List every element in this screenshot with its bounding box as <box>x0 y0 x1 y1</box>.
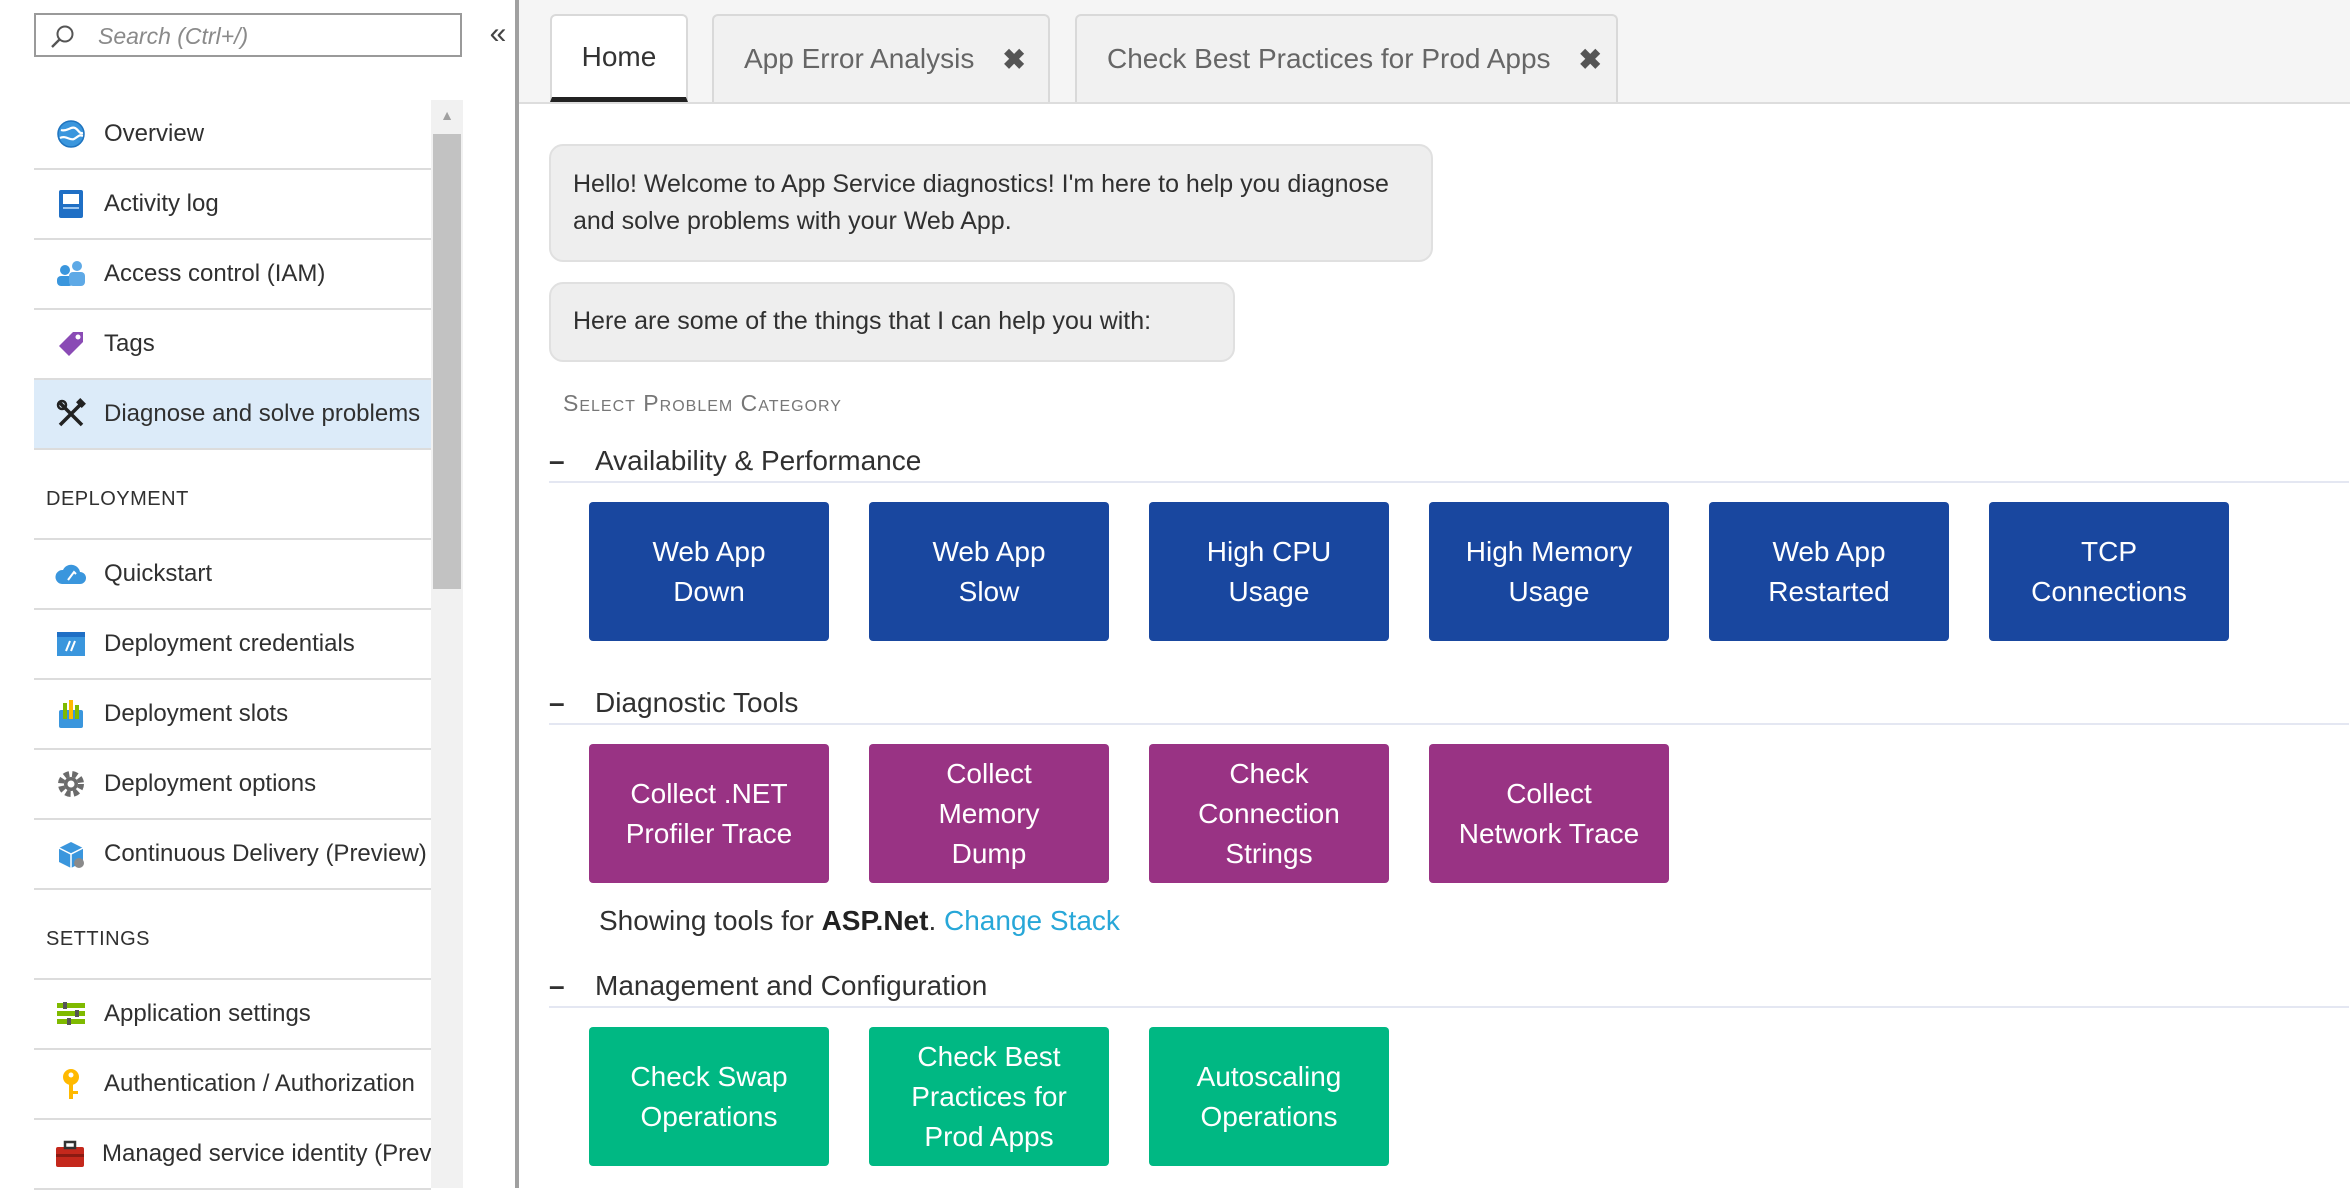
nav-label: Tags <box>104 330 155 357</box>
help-message: Here are some of the things that I can h… <box>573 307 1152 335</box>
scroll-thumb[interactable] <box>433 134 461 589</box>
key-icon <box>54 1067 88 1101</box>
tile-web-app-slow[interactable]: Web App Slow <box>869 502 1109 641</box>
nav-label: Activity log <box>104 190 219 217</box>
tile-collect-memory-dump[interactable]: Collect Memory Dump <box>869 744 1109 883</box>
section-header-settings: SETTINGS <box>34 890 431 980</box>
scroll-up-arrow-icon[interactable]: ▲ <box>440 107 454 123</box>
search-input[interactable] <box>96 15 450 57</box>
chat-bubble-welcome: Hello! Welcome to App Service diagnostic… <box>549 144 1433 262</box>
tab-bar: Home App Error Analysis ✖ Check Best Pra… <box>519 0 2350 104</box>
nav-item-authentication[interactable]: Authentication / Authorization <box>34 1050 431 1120</box>
settings-list-icon <box>54 997 88 1031</box>
tab-app-error-analysis[interactable]: App Error Analysis ✖ <box>712 14 1050 102</box>
nav-scrollbar[interactable]: ▲ <box>431 100 463 1188</box>
welcome-message: Hello! Welcome to App Service diagnostic… <box>573 170 1389 235</box>
tile-check-swap-operations[interactable]: Check Swap Operations <box>589 1027 829 1166</box>
nav-label: Diagnose and solve problems <box>104 400 421 427</box>
slots-icon <box>54 697 88 731</box>
tile-collect-network-trace[interactable]: Collect Network Trace <box>1429 744 1669 883</box>
nav-label: Access control (IAM) <box>104 260 326 287</box>
wrench-icon <box>54 397 88 431</box>
toolbox-icon <box>54 1137 86 1171</box>
tile-high-cpu-usage[interactable]: High CPU Usage <box>1149 502 1389 641</box>
search-icon <box>51 25 74 48</box>
stack-name: ASP.Net <box>821 905 929 936</box>
category-header-diagnostic-tools[interactable]: – Diagnostic Tools <box>549 683 2349 723</box>
credentials-icon <box>54 627 88 661</box>
nav-label: Managed service identity (Prev <box>102 1140 432 1167</box>
tab-label: Home <box>581 40 657 72</box>
nav-item-quickstart[interactable]: Quickstart <box>34 540 431 610</box>
close-icon[interactable]: ✖ <box>1002 43 1026 75</box>
nav-item-deployment-options[interactable]: Deployment options <box>34 750 431 820</box>
tab-check-best-practices[interactable]: Check Best Practices for Prod Apps ✖ <box>1075 14 1618 102</box>
close-icon[interactable]: ✖ <box>1578 43 1602 75</box>
select-category-label: Select Problem Category <box>563 390 842 416</box>
category-title: Management and Configuration <box>595 970 988 1001</box>
nav-item-application-settings[interactable]: Application settings <box>34 980 431 1050</box>
nav-item-diagnose-solve[interactable]: Diagnose and solve problems <box>34 380 431 450</box>
stack-note-prefix: Showing tools for <box>599 905 822 936</box>
cloud-icon <box>54 557 88 591</box>
delivery-icon <box>54 837 88 871</box>
tab-label: App Error Analysis <box>744 43 975 74</box>
nav-label: Authentication / Authorization <box>104 1070 415 1097</box>
tile-check-connection-strings[interactable]: Check Connection Strings <box>1149 744 1389 883</box>
tile-collect-profiler-trace[interactable]: Collect .NET Profiler Trace <box>589 744 829 883</box>
main-content: Hello! Welcome to App Service diagnostic… <box>519 106 2350 1188</box>
nav-item-activity-log[interactable]: Activity log <box>34 170 431 240</box>
nav-item-deployment-slots[interactable]: Deployment slots <box>34 680 431 750</box>
tile-web-app-restarted[interactable]: Web App Restarted <box>1709 502 1949 641</box>
search-box[interactable] <box>34 13 462 57</box>
gear-icon <box>54 767 88 801</box>
globe-icon <box>54 117 88 151</box>
tile-check-best-practices[interactable]: Check Best Practices for Prod Apps <box>869 1027 1109 1166</box>
category-divider <box>549 481 2349 483</box>
left-navigation: « Overview Activity log Access control (… <box>0 0 516 1190</box>
category-title: Diagnostic Tools <box>595 687 799 718</box>
users-icon <box>54 257 88 291</box>
nav-item-continuous-delivery[interactable]: Continuous Delivery (Preview) <box>34 820 431 890</box>
tab-home[interactable]: Home <box>550 14 688 102</box>
tile-autoscaling-operations[interactable]: Autoscaling Operations <box>1149 1027 1389 1166</box>
tile-web-app-down[interactable]: Web App Down <box>589 502 829 641</box>
activity-log-icon <box>54 187 88 221</box>
stack-note-suffix: . <box>928 905 944 936</box>
tab-label: Check Best Practices for Prod Apps <box>1107 43 1551 74</box>
collapse-icon[interactable]: – <box>549 970 565 1001</box>
collapse-icon[interactable]: – <box>549 445 565 476</box>
category-divider <box>549 723 2349 725</box>
nav-list: Overview Activity log Access control (IA… <box>34 100 431 1190</box>
nav-label: Application settings <box>104 1000 311 1027</box>
collapse-icon[interactable]: – <box>549 687 565 718</box>
category-header-availability[interactable]: – Availability & Performance <box>549 441 2349 481</box>
tag-icon <box>54 327 88 361</box>
nav-item-tags[interactable]: Tags <box>34 310 431 380</box>
category-divider <box>549 1006 2349 1008</box>
tile-high-memory-usage[interactable]: High Memory Usage <box>1429 502 1669 641</box>
nav-label: Continuous Delivery (Preview) <box>104 840 427 867</box>
nav-label: Deployment slots <box>104 700 289 727</box>
category-header-management[interactable]: – Management and Configuration <box>549 966 2349 1006</box>
nav-item-access-control[interactable]: Access control (IAM) <box>34 240 431 310</box>
stack-note: Showing tools for ASP.Net. Change Stack <box>599 905 1120 937</box>
collapse-menu-button[interactable]: « <box>489 17 507 50</box>
chat-bubble-help: Here are some of the things that I can h… <box>549 282 1235 362</box>
nav-label: Deployment options <box>104 770 317 797</box>
nav-item-managed-identity[interactable]: Managed service identity (Prev <box>34 1120 431 1190</box>
nav-item-overview[interactable]: Overview <box>34 100 431 170</box>
change-stack-link[interactable]: Change Stack <box>944 905 1120 936</box>
pane-splitter[interactable] <box>515 0 519 1188</box>
category-title: Availability & Performance <box>595 445 922 476</box>
nav-item-deployment-credentials[interactable]: Deployment credentials <box>34 610 431 680</box>
nav-label: Deployment credentials <box>104 630 355 657</box>
nav-label: Overview <box>104 120 205 147</box>
nav-label: Quickstart <box>104 560 213 587</box>
section-header-deployment: DEPLOYMENT <box>34 450 431 540</box>
tile-tcp-connections[interactable]: TCP Connections <box>1989 502 2229 641</box>
